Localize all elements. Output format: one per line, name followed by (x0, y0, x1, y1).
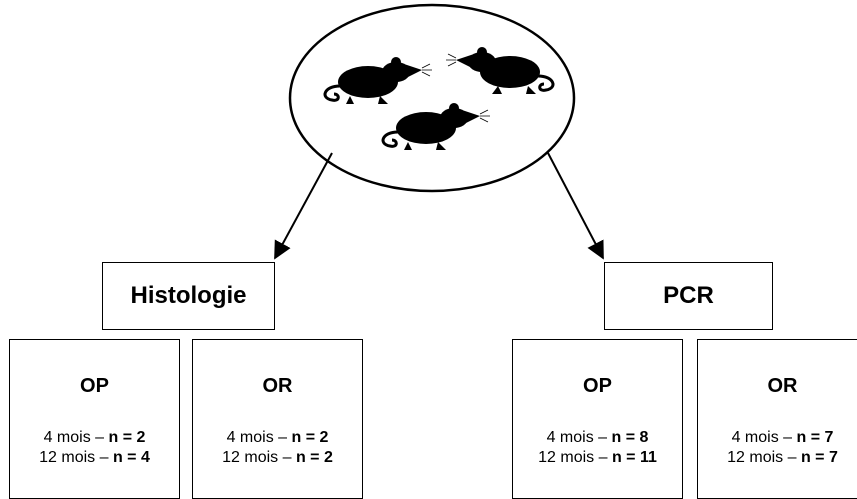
rat-icon (323, 57, 432, 104)
rat-icon (446, 47, 555, 94)
rat-icon (381, 103, 490, 150)
count-line: 12 mois – n = 4 (39, 449, 150, 466)
method-label: PCR (663, 282, 714, 309)
group-counts: 4 mois – n = 2 12 mois – n = 4 (10, 428, 179, 468)
diagram-canvas (274, 3, 604, 260)
group-title: OR (262, 375, 293, 397)
count-line: 4 mois – n = 2 (43, 429, 146, 446)
group-box-pcr-op: OP 4 mois – n = 8 12 mois – n = 11 (512, 339, 683, 499)
rats-icon (323, 47, 555, 150)
method-box-pcr: PCR (604, 262, 773, 330)
group-title: OR (767, 375, 798, 397)
group-counts: 4 mois – n = 2 12 mois – n = 2 (193, 428, 362, 468)
count-line: 12 mois – n = 2 (222, 449, 333, 466)
count-line: 12 mois – n = 7 (727, 449, 838, 466)
method-label: Histologie (130, 282, 247, 309)
group-counts: 4 mois – n = 7 12 mois – n = 7 (698, 428, 857, 468)
count-line: 12 mois – n = 11 (538, 449, 657, 466)
group-box-histologie-or: OR 4 mois – n = 2 12 mois – n = 2 (192, 339, 363, 499)
group-box-histologie-op: OP 4 mois – n = 2 12 mois – n = 4 (9, 339, 180, 499)
count-line: 4 mois – n = 8 (546, 429, 649, 446)
group-title: OP (80, 375, 109, 397)
group-box-pcr-or: OR 4 mois – n = 7 12 mois – n = 7 (697, 339, 857, 499)
count-line: 4 mois – n = 2 (226, 429, 329, 446)
population-ellipse (288, 3, 576, 193)
group-counts: 4 mois – n = 8 12 mois – n = 11 (513, 428, 682, 468)
count-line: 4 mois – n = 7 (731, 429, 834, 446)
group-title: OP (583, 375, 612, 397)
method-box-histologie: Histologie (102, 262, 275, 330)
arrow-to-histologie (274, 152, 333, 260)
arrow-to-pcr (547, 152, 604, 260)
